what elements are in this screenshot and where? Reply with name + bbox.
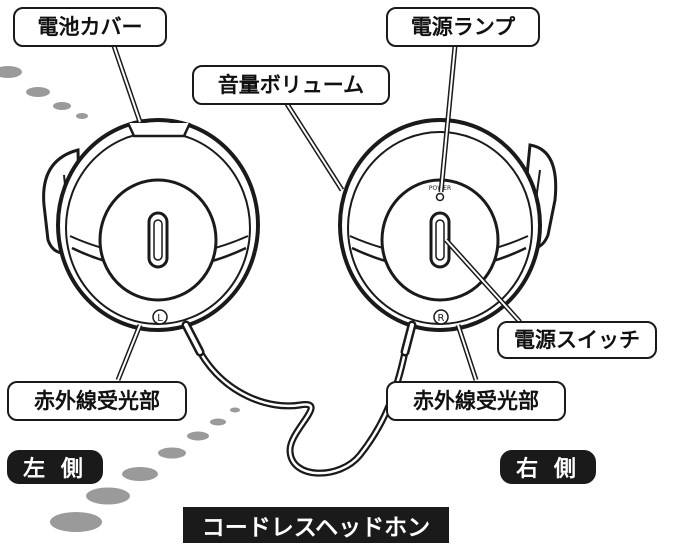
ir-receiver-left-label: 赤外線受光部 [7, 381, 187, 421]
left-side-badge: 左 側 [7, 450, 103, 484]
power-switch-label: 電源スイッチ [497, 321, 657, 359]
left-mark-text: L [157, 313, 163, 324]
volume-label: 音量ボリューム [192, 65, 390, 105]
product-caption: コードレスヘッドホン [183, 507, 449, 543]
right-mark-icon [433, 309, 449, 325]
left-mark-icon [152, 309, 168, 325]
ir-receiver-right-label: 赤外線受光部 [386, 381, 566, 421]
right-earpiece: POWER R [338, 118, 558, 357]
ir-signal-dots [0, 66, 240, 532]
power-lamp-icon [435, 192, 445, 202]
power-lamp-label: 電源ランプ [386, 7, 540, 47]
left-earpiece: L [42, 118, 260, 357]
connecting-cord [196, 348, 409, 477]
leader-lines [111, 45, 522, 381]
right-mark-text: R [438, 313, 445, 324]
right-side-badge: 右 側 [500, 450, 596, 484]
battery-cover-label: 電池カバー [13, 7, 167, 47]
